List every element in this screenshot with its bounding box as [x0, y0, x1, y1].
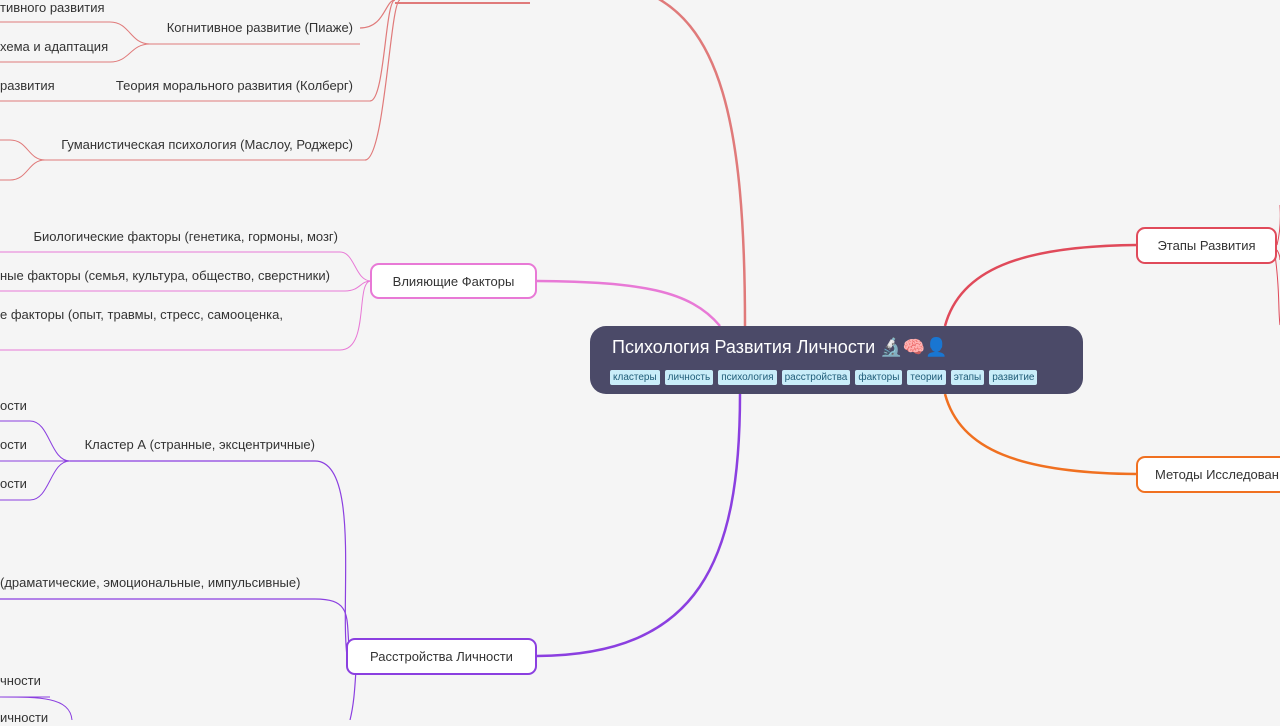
root-node[interactable]: Психология Развития Личности 🔬🧠👤 кластер…: [590, 326, 1083, 394]
edge-root-disorders: [536, 393, 742, 658]
disorder-cluster-a[interactable]: Кластер А (странные, эксцентричные): [84, 437, 315, 452]
root-tags: кластеры личность психология расстройств…: [610, 370, 1038, 385]
disorder-cluster-b[interactable]: (драматические, эмоциональные, импульсив…: [0, 575, 301, 590]
tag-item[interactable]: психология: [718, 370, 777, 385]
edge-factors-personal: [0, 280, 372, 351]
edge-clusterA-a3: [0, 460, 71, 501]
theories-piaget-sub2[interactable]: хема и адаптация: [0, 39, 109, 54]
edge-stages-sub3: [1274, 254, 1280, 326]
tag-item[interactable]: расстройства: [781, 370, 851, 385]
branch-stages[interactable]: Этапы Развития: [1136, 227, 1277, 264]
edge-humanistic-sub2: [0, 159, 46, 181]
tag-item[interactable]: теории: [907, 370, 946, 385]
edge-disorders-clusterA: [70, 460, 348, 657]
disorder-c1[interactable]: чности: [0, 673, 41, 688]
theories-kohlberg-sub1[interactable]: развития: [0, 78, 55, 93]
tag-item[interactable]: личность: [664, 370, 714, 385]
edge-disorders-clusterB: [0, 598, 351, 657]
edge-root-stages: [943, 243, 1138, 327]
edge-piaget-sub1: [0, 21, 151, 45]
edge-humanistic-sub1: [0, 139, 46, 161]
theories-kohlberg[interactable]: Теория морального развития (Колберг): [115, 78, 353, 93]
edge-factors-bio: [0, 251, 372, 282]
factor-bio[interactable]: Биологические факторы (генетика, гормоны…: [33, 229, 339, 244]
factor-social[interactable]: ные факторы (семья, культура, общество, …: [0, 268, 330, 283]
tag-item[interactable]: этапы: [950, 370, 985, 385]
tag-item[interactable]: кластеры: [610, 370, 660, 385]
edge-clusterA-a1: [0, 420, 71, 462]
tag-item[interactable]: развитие: [989, 370, 1038, 385]
edge-factors-social: [0, 280, 372, 292]
root-title: Психология Развития Личности 🔬🧠👤: [612, 337, 947, 358]
root-emoji: 🔬🧠👤: [880, 337, 948, 357]
theories-humanistic[interactable]: Гуманистическая психология (Маслоу, Родж…: [61, 137, 353, 152]
factor-personal[interactable]: е факторы (опыт, травмы, стресс, самооце…: [0, 307, 283, 322]
edge-theories-humanistic: [364, 0, 401, 161]
edge-root-factors: [536, 279, 721, 327]
edge-stages-sub1: [1276, 205, 1280, 246]
branch-disorders[interactable]: Расстройства Личности: [346, 638, 537, 675]
disorder-a2[interactable]: ости: [0, 437, 27, 452]
disorder-a1[interactable]: ости: [0, 398, 27, 413]
edge-clusterC-c2: [0, 696, 73, 720]
edge-root-methods: [943, 393, 1138, 476]
tag-item[interactable]: факторы: [855, 370, 903, 385]
branch-factors[interactable]: Влияющие Факторы: [370, 263, 537, 299]
theories-piaget[interactable]: Когнитивное развитие (Пиаже): [166, 20, 353, 35]
root-title-text: Психология Развития Личности: [612, 337, 876, 357]
theories-piaget-sub1[interactable]: тивного развития: [0, 0, 105, 15]
edge-piaget-sub2: [0, 43, 151, 63]
edge-root-theories: [657, 0, 747, 327]
edge-theories-piaget: [359, 0, 396, 29]
edge-theories-kohlberg: [369, 0, 396, 102]
branch-methods[interactable]: Методы Исследован: [1136, 456, 1280, 493]
disorder-a3[interactable]: ости: [0, 476, 27, 491]
disorder-c2[interactable]: ичности: [0, 710, 49, 725]
